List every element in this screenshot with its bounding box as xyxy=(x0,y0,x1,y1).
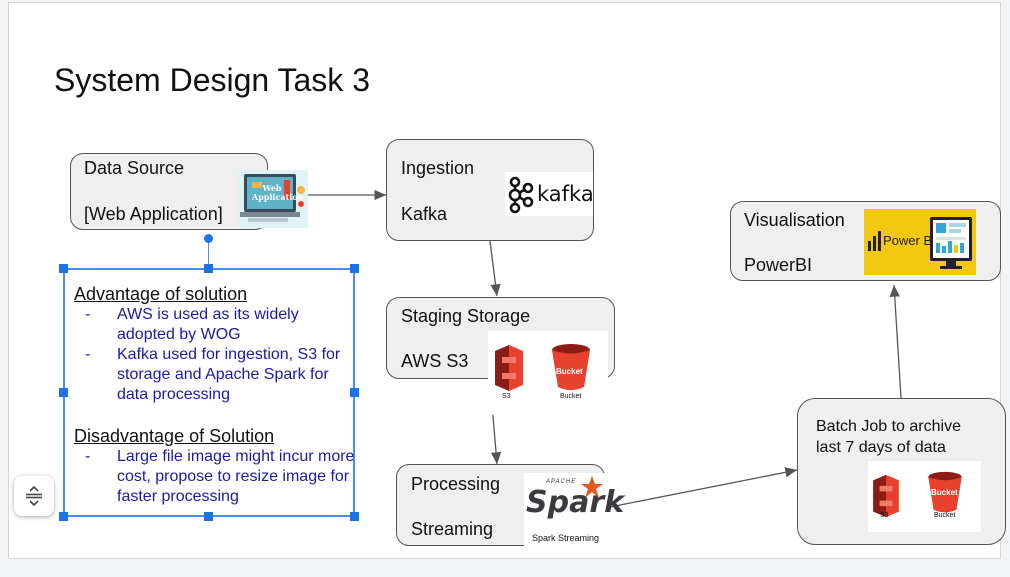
visualisation-title: Visualisation xyxy=(744,210,845,230)
spark-logo-text: Spark xyxy=(526,485,625,520)
batch-bucket-caption: Bucket xyxy=(934,512,956,519)
disadvantage-list: Large file image might incur more cost, … xyxy=(65,447,355,507)
advantage-item: AWS is used as its widely adopted by WOG xyxy=(65,305,355,345)
staging-storage-subtitle: AWS S3 xyxy=(401,351,469,371)
arrow-ingestion-to-staging xyxy=(489,240,501,297)
batch-s3-label: S3 xyxy=(880,512,889,519)
batch-s3-icon xyxy=(873,474,899,518)
rotate-handle-line xyxy=(208,240,209,268)
web-application-icon-label: Web Application xyxy=(252,183,304,202)
s3-icon xyxy=(495,345,523,391)
spark-caption: Spark Streaming xyxy=(532,533,600,543)
spark-logo-apache: APACHE xyxy=(546,479,577,485)
processing-title: Processing xyxy=(411,474,501,494)
resize-handle-bottom-right[interactable] xyxy=(350,512,359,521)
ingestion-subtitle: Kafka xyxy=(401,204,448,224)
advantage-item: Kafka used for ingestion, S3 for storage… xyxy=(65,345,355,405)
resize-handle-right[interactable] xyxy=(350,388,359,397)
batch-bucket-label: Bucket xyxy=(931,488,958,497)
data-source-box[interactable] xyxy=(70,153,268,230)
visualisation-subtitle: PowerBI xyxy=(744,255,813,275)
s3-icon-label: S3 xyxy=(502,393,511,400)
kafka-logo-text: kafka xyxy=(537,182,594,206)
processing-subtitle: Streaming xyxy=(411,519,494,539)
rotate-handle[interactable] xyxy=(204,234,213,243)
spark-logo: APACHE Spark Spark Streaming xyxy=(524,473,624,547)
kafka-icon xyxy=(508,176,534,214)
resize-handle-top[interactable] xyxy=(204,264,213,273)
data-source-subtitle: [Web Application] xyxy=(84,204,223,224)
resize-handle-bottom[interactable] xyxy=(204,512,213,521)
batch-bucket-icon xyxy=(928,471,962,513)
batch-job-line2: last 7 days of data xyxy=(816,439,946,456)
advantage-list: AWS is used as its widely adopted by WOG… xyxy=(65,305,355,405)
bucket-caption: Bucket xyxy=(560,393,582,400)
s3-storage-images: S3 Bucket Bucket xyxy=(488,331,608,415)
expand-collapse-button[interactable] xyxy=(14,476,54,516)
spark-star-icon xyxy=(581,476,603,498)
resize-handle-left[interactable] xyxy=(59,388,68,397)
resize-handle-top-right[interactable] xyxy=(350,264,359,273)
notes-textbox[interactable]: Advantage of solution AWS is used as its… xyxy=(63,268,355,517)
arrow-batch-to-visualisation xyxy=(889,284,902,399)
batch-storage-images: S3 Bucket Bucket xyxy=(868,461,981,532)
page-title: System Design Task 3 xyxy=(54,62,370,98)
advantage-heading: Advantage of solution xyxy=(74,284,248,304)
staging-storage-title: Staging Storage xyxy=(401,306,531,326)
arrow-processing-to-batch xyxy=(609,467,798,508)
powerbi-logo-text: Power BI xyxy=(883,233,936,248)
disadvantage-item: Large file image might incur more cost, … xyxy=(65,447,355,507)
disadvantage-heading: Disadvantage of Solution xyxy=(74,426,275,446)
powerbi-bars-icon xyxy=(868,231,881,251)
powerbi-logo: Power BI xyxy=(864,209,976,275)
batch-job-line1: Batch Job to archive xyxy=(816,418,961,435)
kafka-logo: kafka xyxy=(505,172,594,216)
resize-handle-top-left[interactable] xyxy=(59,264,68,273)
expand-collapse-icon xyxy=(26,486,42,506)
powerbi-monitor-icon xyxy=(930,217,972,269)
bucket-icon-label: Bucket xyxy=(556,367,583,376)
bucket-icon xyxy=(552,344,590,390)
data-source-title: Data Source xyxy=(84,158,185,178)
resize-handle-bottom-left[interactable] xyxy=(59,512,68,521)
ingestion-title: Ingestion xyxy=(401,158,475,178)
web-application-icon: Web Application xyxy=(238,170,308,228)
